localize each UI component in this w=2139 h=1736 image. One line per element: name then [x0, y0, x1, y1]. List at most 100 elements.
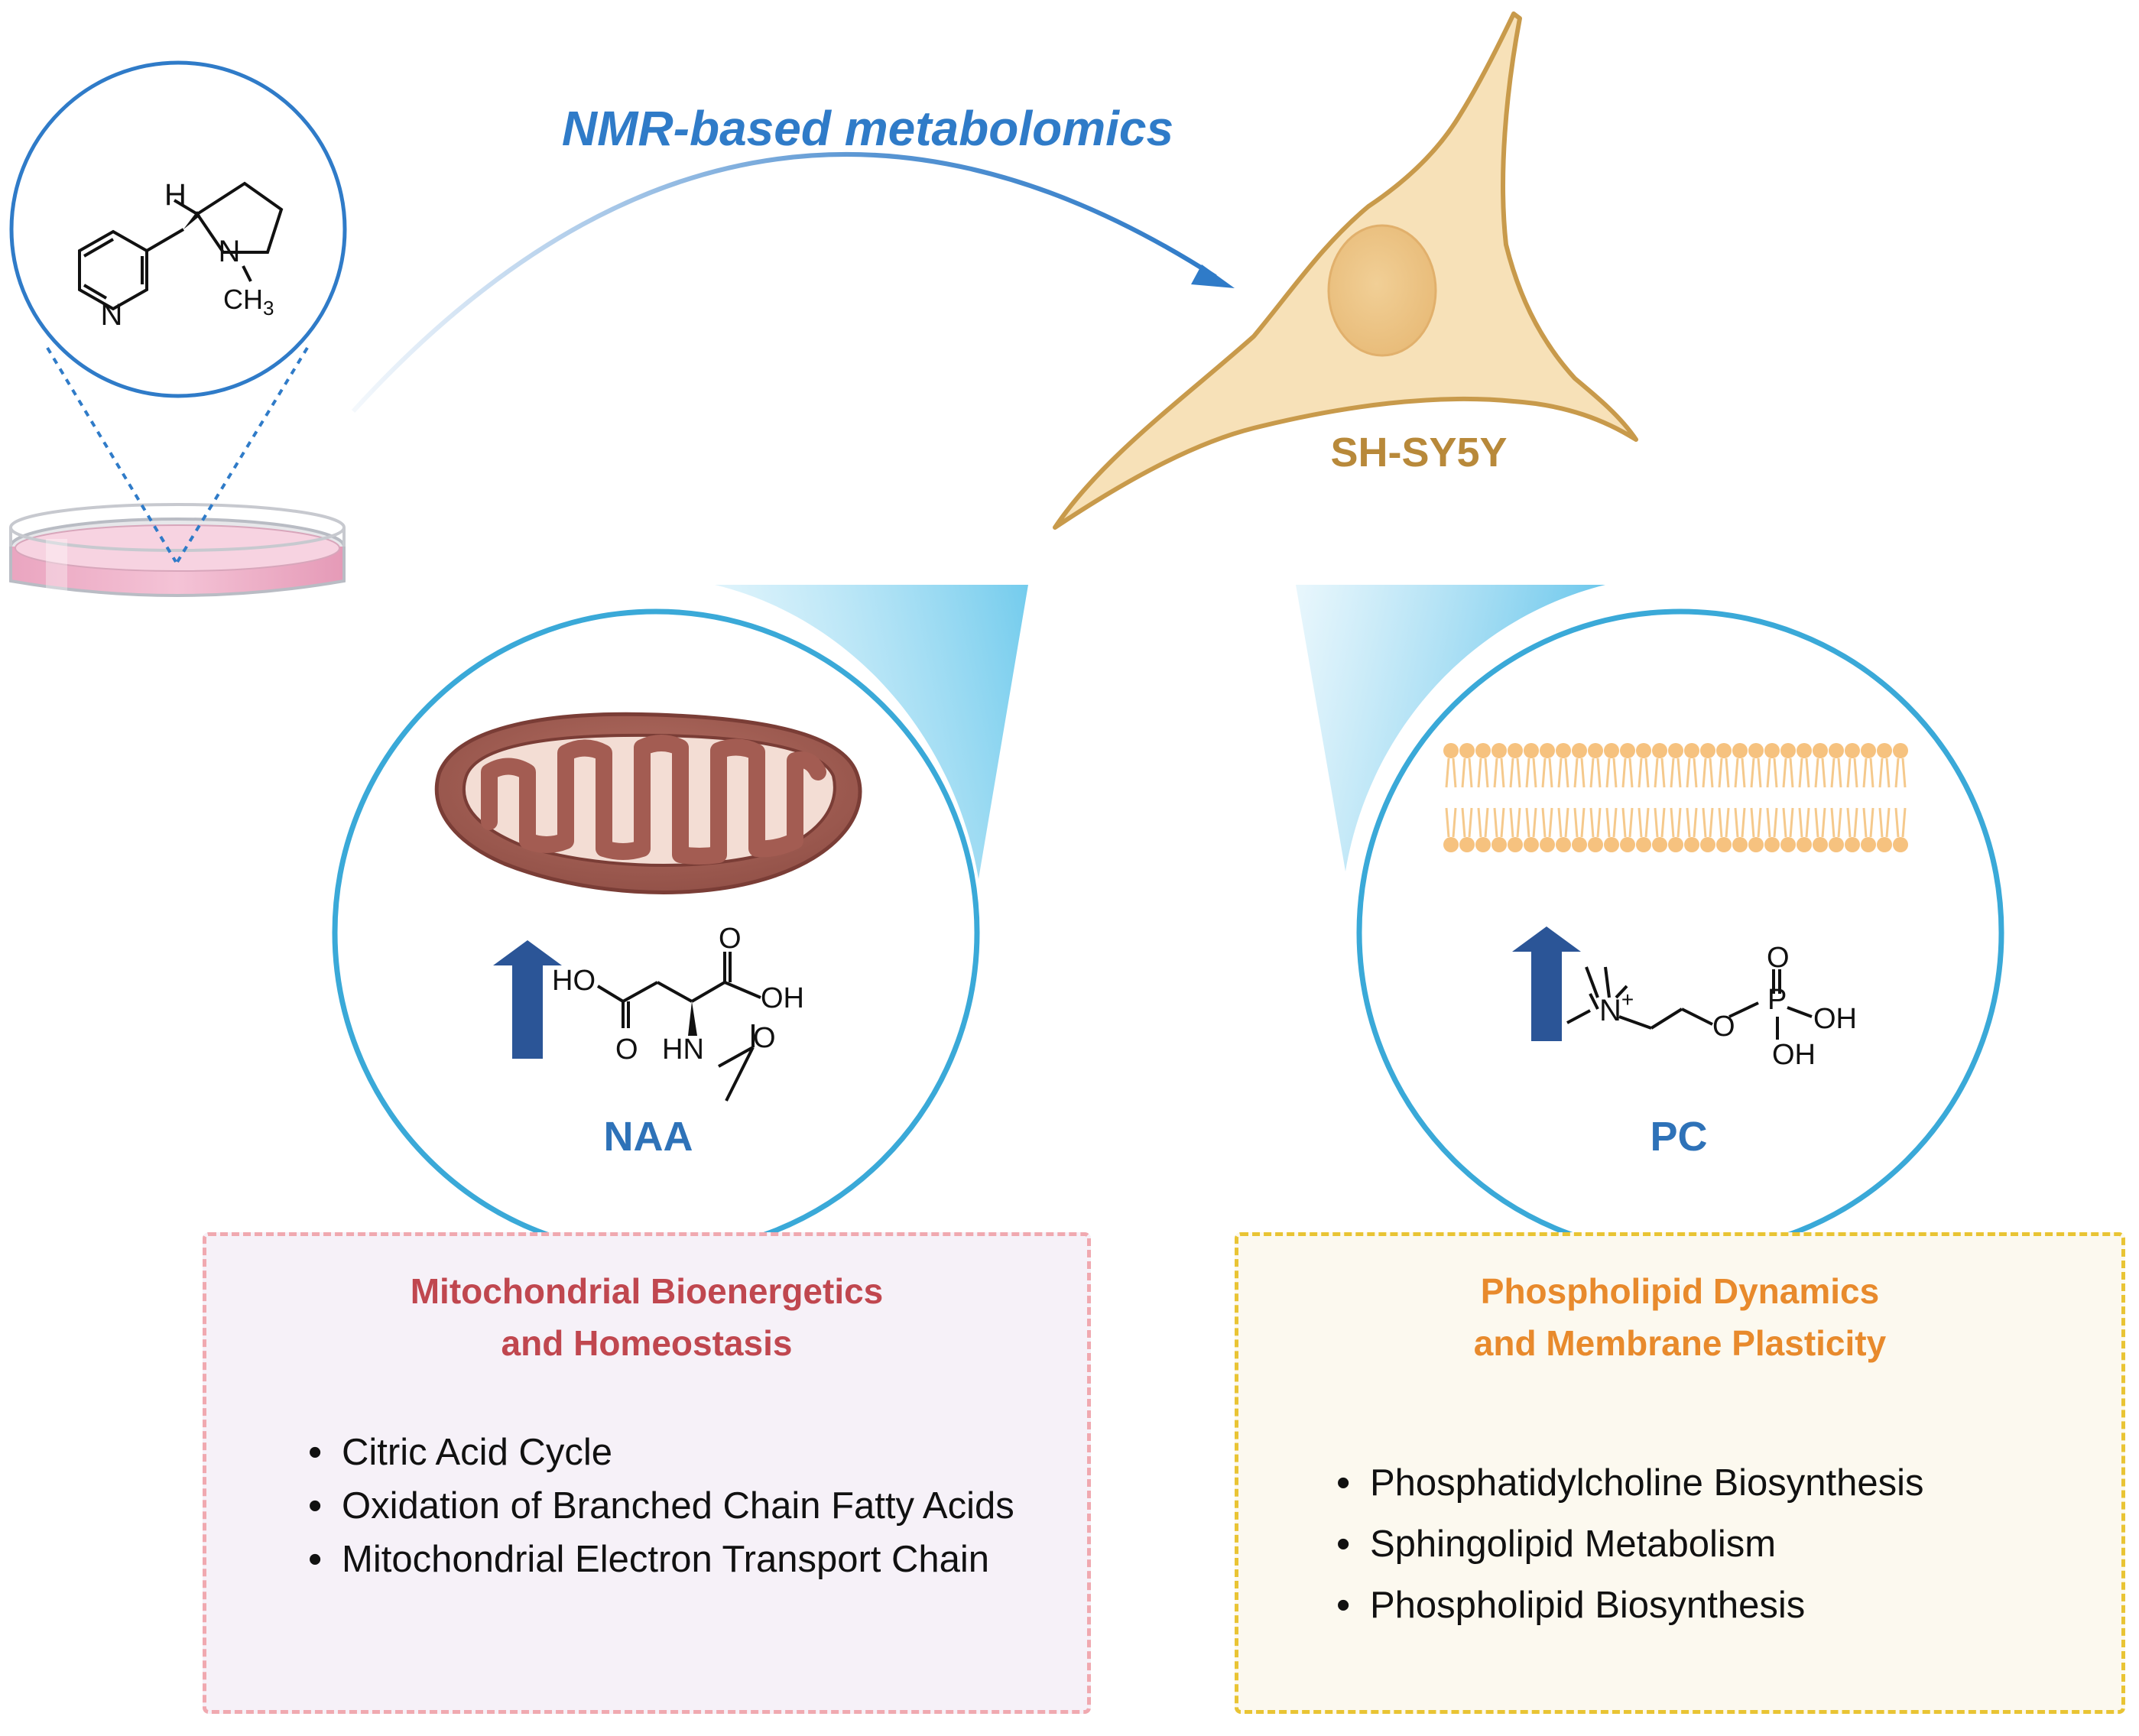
lipid-tail: [1573, 758, 1586, 838]
lipid-head: [1813, 743, 1828, 758]
list-item: Sphingolipid Metabolism: [1323, 1514, 2110, 1575]
lipid-head: [1716, 837, 1732, 852]
lipid-tail: [1734, 758, 1746, 838]
lipid-head: [1700, 837, 1715, 852]
lipid-tail: [1541, 758, 1553, 838]
list-item: Phospholipid Biosynthesis: [1323, 1575, 2110, 1636]
list-item: Mitochondrial Electron Transport Chain: [294, 1533, 1066, 1586]
naa-structure: [596, 952, 761, 1102]
lipid-head: [1620, 837, 1635, 852]
lipid-tail: [1621, 758, 1634, 838]
lipid-tail: [1702, 758, 1714, 838]
lipid-box-title-line2: and Membrane Plasticity: [1473, 1323, 1887, 1363]
lipid-tail: [1461, 758, 1473, 838]
lipid-box-title-line1: Phospholipid Dynamics: [1480, 1271, 1880, 1311]
naa-atom-hn: HN: [662, 1033, 704, 1066]
lipid-tail: [1605, 758, 1618, 838]
lipid-head: [1491, 743, 1507, 758]
lipid-tail: [1782, 758, 1794, 838]
lipid-head: [1764, 837, 1780, 852]
lipid-head: [1636, 743, 1651, 758]
lipid-head: [1764, 743, 1780, 758]
lipid-head: [1813, 837, 1828, 852]
zoom-lines: [46, 346, 309, 563]
lipid-head: [1845, 743, 1860, 758]
pc-atom-o-double: O: [1767, 942, 1790, 974]
pc-atom-oh-2: OH: [1772, 1039, 1816, 1071]
lipid-tail: [1509, 758, 1521, 838]
neuron-cell: [1053, 11, 1638, 530]
nicotine-zoom-circle: [9, 60, 347, 398]
lipid-head: [1459, 743, 1475, 758]
lipid-bilayer-icon: [1443, 743, 1908, 852]
lipid-tail: [1477, 758, 1489, 838]
lipid-tail: [1798, 758, 1810, 838]
workflow-arrowhead: [1191, 264, 1235, 288]
lipid-head: [1588, 743, 1603, 758]
lipid-head: [1556, 837, 1571, 852]
lipid-tail: [1766, 758, 1778, 838]
lipid-tail: [1557, 758, 1569, 838]
lipid-tail: [1525, 758, 1537, 838]
mito-box-title-line2: and Homeostasis: [501, 1323, 793, 1363]
lipid-head: [1861, 743, 1876, 758]
nicotine-structure: [78, 181, 284, 311]
lipid-tail: [1638, 758, 1650, 838]
lipid-head: [1716, 743, 1732, 758]
lipid-head: [1443, 743, 1459, 758]
lipid-tail: [1846, 758, 1858, 838]
list-item: Citric Acid Cycle: [294, 1426, 1066, 1479]
lipid-head: [1572, 743, 1587, 758]
phospholipid-pathways-box: Phospholipid Dynamics and Membrane Plast…: [1235, 1232, 2125, 1714]
pc-label: PC: [1650, 1114, 1707, 1160]
lipid-tail: [1750, 758, 1762, 838]
lipid-head: [1524, 837, 1539, 852]
lipid-tail: [1670, 758, 1682, 838]
lipid-tail: [1862, 758, 1874, 838]
nicotine-methyl: CH3: [223, 284, 274, 320]
lipid-head: [1508, 743, 1523, 758]
page-title: NMR-based metabolomics: [562, 101, 1173, 156]
lipid-head: [1700, 743, 1715, 758]
lipid-tail: [1718, 758, 1730, 838]
right-zoom-cone: [1296, 585, 1605, 871]
lipid-head: [1604, 837, 1619, 852]
list-item: Oxidation of Branched Chain Fatty Acids: [294, 1479, 1066, 1533]
lipid-head: [1861, 837, 1876, 852]
lipid-head: [1459, 837, 1475, 852]
lipid-head: [1748, 837, 1764, 852]
mitochondrial-pathways-box: Mitochondrial Bioenergetics and Homeosta…: [203, 1232, 1091, 1714]
lipid-tail: [1493, 758, 1505, 838]
mitochondrion-icon: [434, 712, 862, 894]
lipid-head: [1780, 743, 1796, 758]
lipid-head: [1877, 837, 1892, 852]
naa-label: NAA: [604, 1114, 693, 1160]
naa-atom-oh: OH: [761, 982, 804, 1014]
lipid-head: [1668, 837, 1683, 852]
workflow-arc-arrow: [351, 152, 1217, 414]
lipid-head: [1780, 837, 1796, 852]
lipid-head: [1797, 837, 1812, 852]
mito-pathway-list: Citric Acid Cycle Oxidation of Branched …: [294, 1426, 1066, 1586]
pc-atom-o-ester: O: [1712, 1011, 1735, 1043]
nicotine-atom-n-ring: N: [101, 298, 123, 332]
pc-atom-n-plus: N+: [1599, 988, 1634, 1027]
naa-atom-o-acetyl: O: [753, 1022, 776, 1054]
pc-up-arrow-icon: [1512, 926, 1581, 1041]
lipid-head: [1443, 837, 1459, 852]
lipid-head: [1893, 743, 1908, 758]
lipid-head: [1732, 837, 1748, 852]
lipid-head: [1684, 743, 1699, 758]
lipid-tail: [1654, 758, 1666, 838]
lipid-tail: [1830, 758, 1842, 838]
lipid-head: [1748, 743, 1764, 758]
nicotine-atom-h: H: [164, 178, 187, 212]
lipid-head: [1636, 837, 1651, 852]
lipid-head: [1652, 837, 1667, 852]
lipid-head: [1893, 837, 1908, 852]
lipid-head: [1668, 743, 1683, 758]
lipid-head: [1652, 743, 1667, 758]
lipid-head: [1508, 837, 1523, 852]
lipid-tail: [1445, 758, 1457, 838]
